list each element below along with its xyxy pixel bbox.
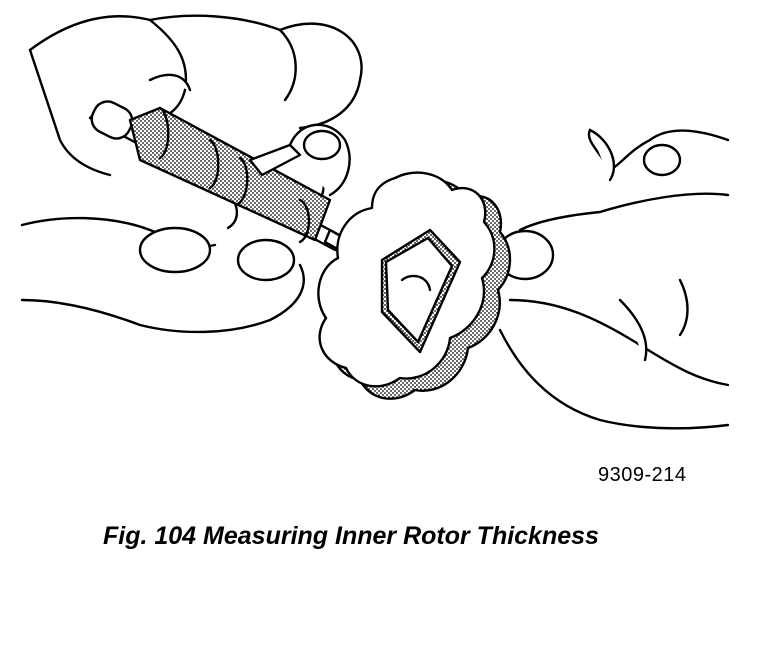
right-hand bbox=[495, 128, 730, 430]
inner-rotor bbox=[317, 171, 512, 400]
micrometer bbox=[88, 100, 380, 270]
figure-caption: Fig. 104 Measuring Inner Rotor Thickness bbox=[103, 522, 599, 550]
reference-number: 9309-214 bbox=[598, 464, 687, 486]
